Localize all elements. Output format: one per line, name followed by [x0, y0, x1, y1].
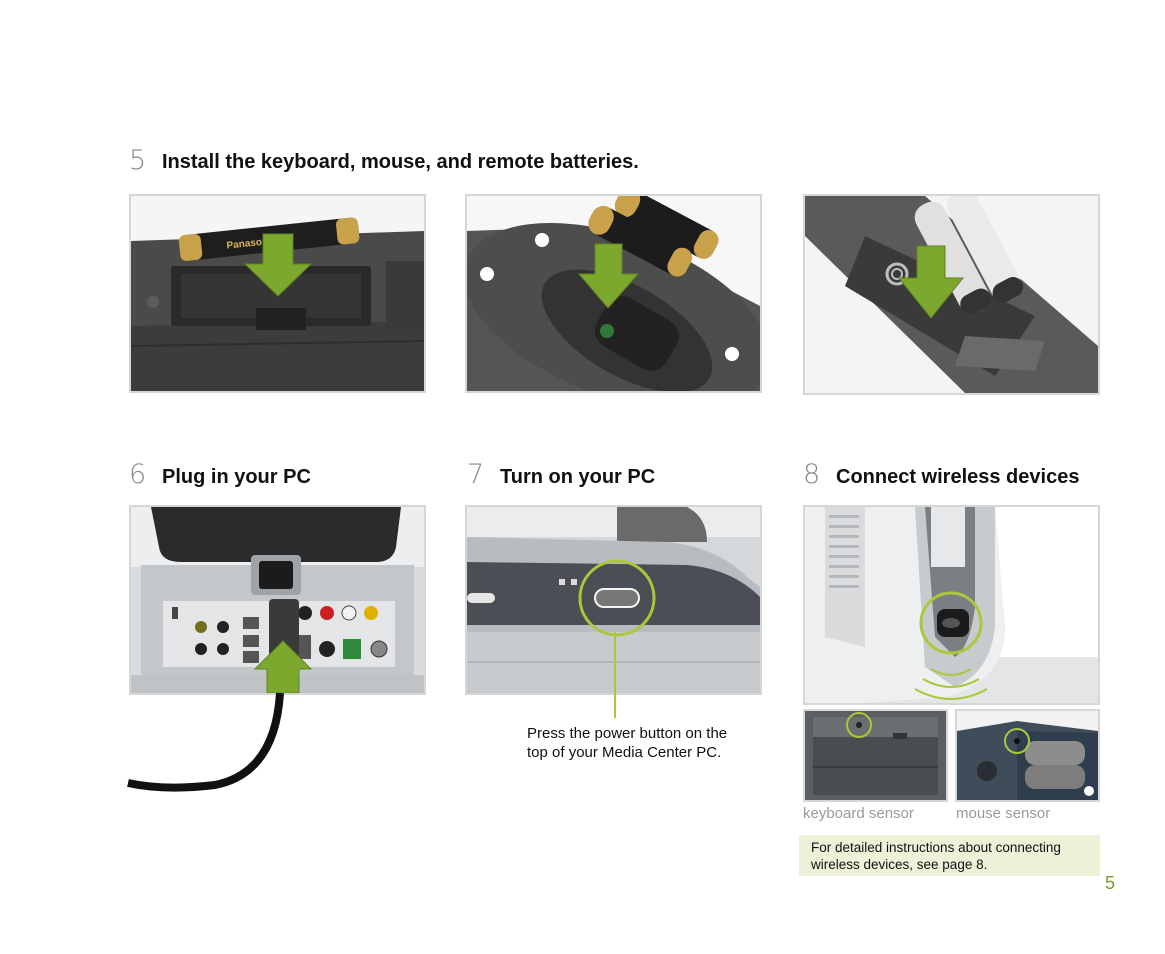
- step-5-title: Install the keyboard, mouse, and remote …: [162, 151, 639, 173]
- power-cable-illustration: [127, 693, 284, 792]
- step-8-number: 8: [803, 459, 821, 490]
- step-6-title: Plug in your PC: [162, 466, 311, 488]
- caption-line-1: Press the power button on the: [527, 725, 728, 742]
- mouse-battery-photo: [465, 194, 762, 393]
- step-7-number: 7: [467, 459, 485, 490]
- remote-battery-photo: [803, 194, 1100, 395]
- step-7-title: Turn on your PC: [500, 466, 656, 488]
- page-number: 5: [1105, 873, 1116, 893]
- pc-back-panel-photo: [129, 505, 426, 695]
- power-button-leader-line: [614, 632, 616, 718]
- power-button-photo: [465, 505, 762, 695]
- mouse-sensor-label: mouse sensor: [956, 805, 1051, 822]
- step-6-number: 6: [129, 459, 147, 490]
- keyboard-battery-photo: Panasonic: [129, 194, 426, 393]
- mouse-sensor-photo: [955, 709, 1100, 802]
- pc-wireless-sensor-photo: [803, 505, 1100, 705]
- note-line-2: wireless devices, see page 8.: [811, 857, 988, 872]
- step-5-number: 5: [129, 145, 147, 176]
- keyboard-sensor-label: keyboard sensor: [803, 805, 914, 822]
- keyboard-sensor-photo: [803, 709, 948, 802]
- power-button-caption: Press the power button on the top of you…: [527, 724, 727, 762]
- step-8-title: Connect wireless devices: [836, 466, 1080, 488]
- wireless-instructions-note: For detailed instructions about connecti…: [799, 835, 1100, 876]
- note-line-1: For detailed instructions about connecti…: [811, 840, 1061, 855]
- caption-line-2: top of your Media Center PC.: [527, 744, 722, 761]
